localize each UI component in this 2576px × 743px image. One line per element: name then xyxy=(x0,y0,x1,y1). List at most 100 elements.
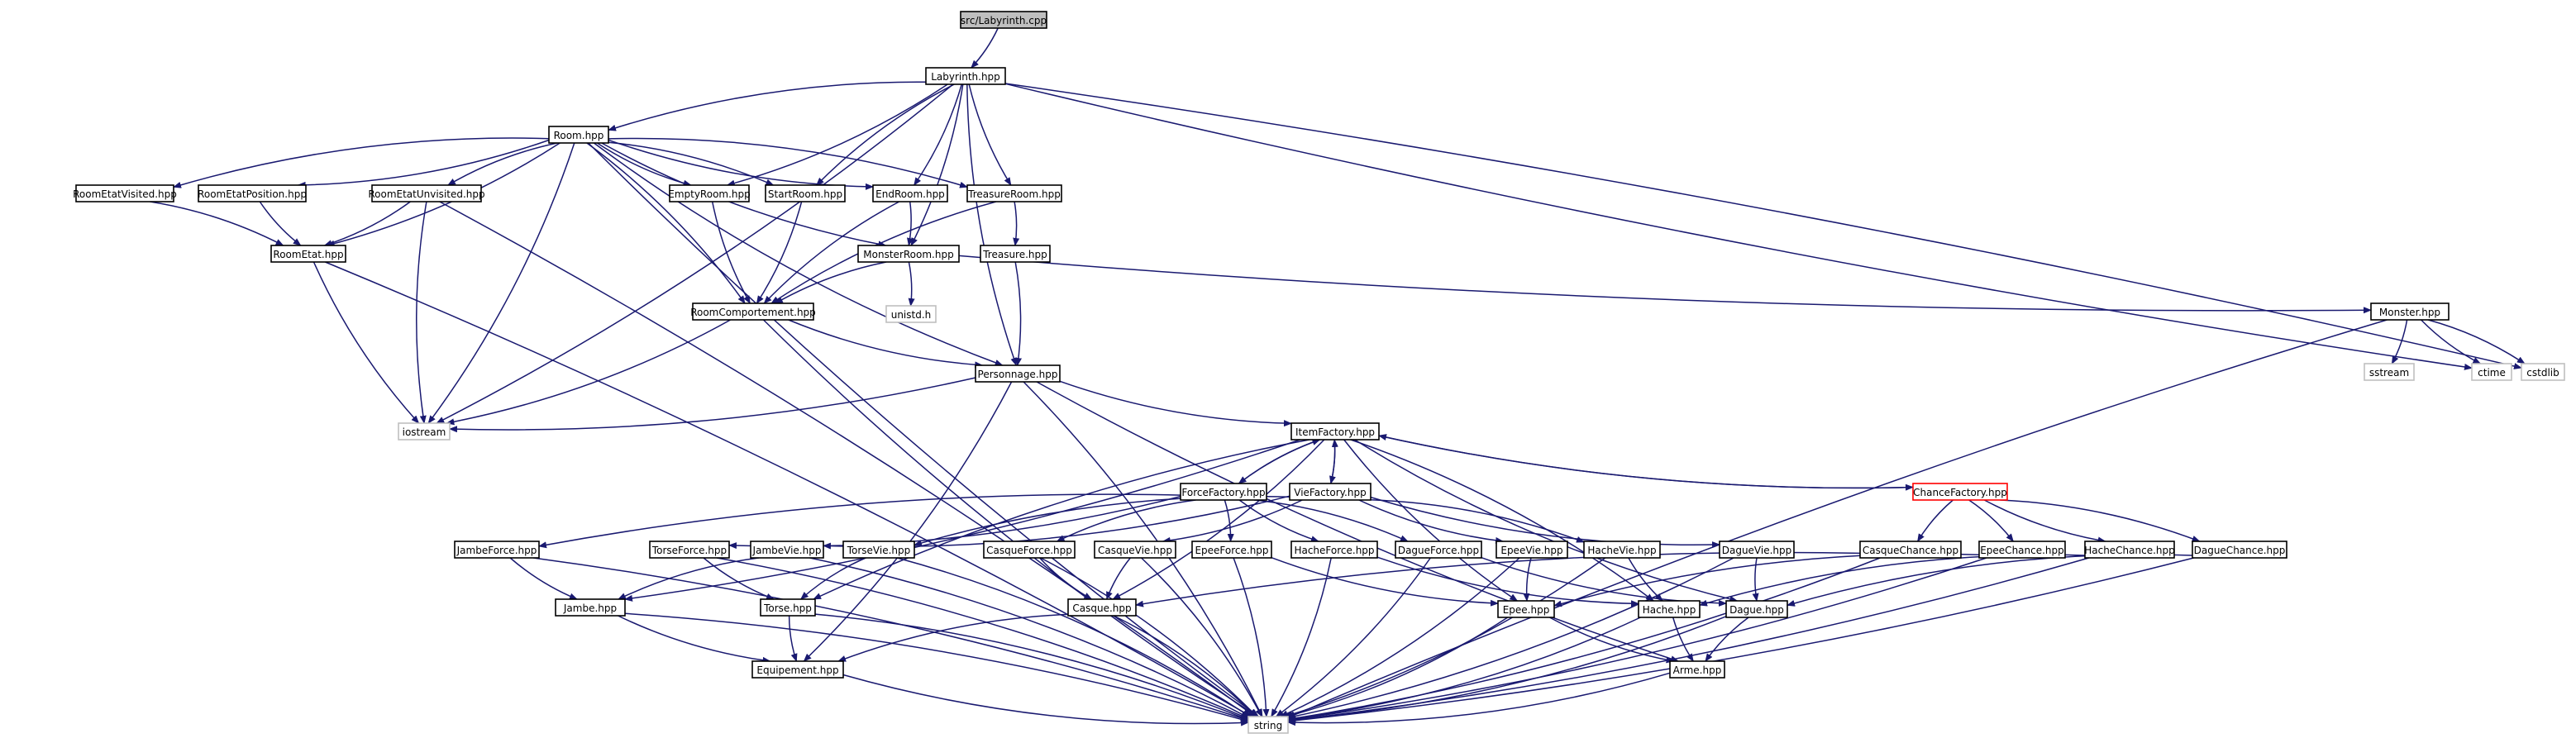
edge-line xyxy=(1162,499,1303,544)
node-box xyxy=(885,305,937,323)
node-hachechance[interactable]: HacheChance.hpp xyxy=(2084,541,2175,559)
edge-labyrinth_hpp-to-emptyroom xyxy=(726,83,948,187)
edge-room_hpp-to-roometat xyxy=(326,142,561,247)
edge-line xyxy=(1233,557,1270,717)
node-label: EmptyRoom.hpp xyxy=(668,188,751,200)
edge-dague-to-arme xyxy=(1705,617,1749,662)
edge-jambeforce-to-jambe xyxy=(509,557,578,600)
node-roomcomportement[interactable]: RoomComportement.hpp xyxy=(690,302,816,321)
node-dagueforce[interactable]: DagueForce.hpp xyxy=(1395,541,1482,559)
node-casquechance[interactable]: CasqueChance.hpp xyxy=(1859,541,1962,559)
node-labyrinth_cpp[interactable]: src/Labyrinth.cpp xyxy=(960,11,1047,29)
node-monsterroom[interactable]: MonsterRoom.hpp xyxy=(857,245,960,263)
node-arme[interactable]: Arme.hpp xyxy=(1669,660,1725,679)
node-hache[interactable]: Hache.hpp xyxy=(1638,600,1701,618)
edge-line xyxy=(971,27,999,69)
edge-monster-to-string xyxy=(1287,319,2388,718)
node-iostream: iostream xyxy=(398,422,451,441)
node-casquevie[interactable]: CasqueVie.hpp xyxy=(1094,541,1176,559)
node-epee[interactable]: Epee.hpp xyxy=(1497,600,1555,618)
node-box xyxy=(872,184,948,202)
node-daguevie[interactable]: DagueVie.hpp xyxy=(1719,541,1795,559)
edge-line xyxy=(1280,557,1520,717)
node-daguechance[interactable]: DagueChance.hpp xyxy=(2192,541,2287,559)
edge-forcefactory-to-epeeforce xyxy=(1224,499,1234,542)
node-viefactory[interactable]: VieFactory.hpp xyxy=(1289,483,1371,501)
node-roometat[interactable]: RoomEtat.hpp xyxy=(270,245,346,263)
edge-jambe-to-string xyxy=(624,612,1249,723)
edge-line xyxy=(326,142,561,247)
node-jambevie[interactable]: JambeVie.hpp xyxy=(750,541,824,559)
node-casqueforce[interactable]: CasqueForce.hpp xyxy=(983,541,1076,559)
node-label: RoomEtatUnvisited.hpp xyxy=(368,188,484,200)
node-label: src/Labyrinth.cpp xyxy=(961,15,1047,26)
edge-roometatvisited-to-roometat xyxy=(150,201,284,246)
node-box xyxy=(692,302,814,321)
node-hacheforce[interactable]: HacheForce.hpp xyxy=(1290,541,1378,559)
node-label: EpeeForce.hpp xyxy=(1195,545,1268,556)
node-hachevie[interactable]: HacheVie.hpp xyxy=(1583,541,1661,559)
node-label: EndRoom.hpp xyxy=(875,188,945,200)
node-chancefactory[interactable]: ChanceFactory.hpp xyxy=(1912,483,2008,501)
node-personnage[interactable]: Personnage.hpp xyxy=(975,364,1061,383)
node-sstream: sstream xyxy=(2364,363,2415,381)
node-box xyxy=(1180,483,1267,501)
node-label: CasqueVie.hpp xyxy=(1098,545,1172,556)
node-label: TreasureRoom.hpp xyxy=(967,188,1061,200)
node-room_hpp[interactable]: Room.hpp xyxy=(548,126,609,144)
node-treasure[interactable]: Treasure.hpp xyxy=(980,245,1051,263)
node-box xyxy=(842,541,915,559)
edge-line xyxy=(711,201,751,304)
edge-forcefactory-to-dagueforce xyxy=(1254,499,1409,542)
edge-line xyxy=(703,557,775,600)
node-roometatposition[interactable]: RoomEtatPosition.hpp xyxy=(198,184,307,202)
edge-line xyxy=(2000,499,2201,542)
edge-line xyxy=(897,557,1251,717)
edge-torse-to-equipement xyxy=(788,615,798,662)
node-roometatunvisited[interactable]: RoomEtatUnvisited.hpp xyxy=(368,184,485,202)
edge-line xyxy=(1330,439,1338,484)
node-jambe[interactable]: Jambe.hpp xyxy=(555,598,626,617)
edge-line xyxy=(2427,319,2526,364)
node-forcefactory[interactable]: ForceFactory.hpp xyxy=(1180,483,1267,501)
edge-casquevie-to-string xyxy=(1141,557,1263,717)
edge-casque-to-equipement xyxy=(837,613,1069,662)
edge-endroom-to-roomcomportement xyxy=(763,201,900,304)
edge-monster-to-ctime xyxy=(2421,319,2482,364)
edge-roometat-to-string xyxy=(325,261,1252,717)
node-box xyxy=(966,184,1062,202)
node-endroom[interactable]: EndRoom.hpp xyxy=(872,184,948,202)
node-dague[interactable]: Dague.hpp xyxy=(1725,600,1788,618)
node-itemfactory[interactable]: ItemFactory.hpp xyxy=(1290,422,1380,441)
node-emptyroom[interactable]: EmptyRoom.hpp xyxy=(668,184,751,202)
node-labyrinth_hpp[interactable]: Labyrinth.hpp xyxy=(925,67,1006,85)
node-torsevie[interactable]: TorseVie.hpp xyxy=(842,541,915,559)
node-monster[interactable]: Monster.hpp xyxy=(2370,302,2450,321)
edge-layer xyxy=(150,27,2526,726)
node-epeechance[interactable]: EpeeChance.hpp xyxy=(1978,541,2066,559)
edge-room_hpp-to-personnage xyxy=(593,142,1004,366)
node-box xyxy=(2192,541,2287,559)
node-label: ItemFactory.hpp xyxy=(1295,426,1375,438)
node-box xyxy=(980,245,1051,263)
edge-itemfactory-to-hache xyxy=(1350,439,1654,602)
node-casque[interactable]: Casque.hpp xyxy=(1067,598,1137,617)
edge-monster-to-sstream xyxy=(2391,319,2408,364)
edge-epeeforce-to-string xyxy=(1233,557,1270,717)
node-label: cstdlib xyxy=(2526,367,2559,379)
node-torse[interactable]: Torse.hpp xyxy=(760,598,816,617)
edge-line xyxy=(1056,499,1196,542)
node-torseforce[interactable]: TorseForce.hpp xyxy=(649,541,730,559)
node-epeevie[interactable]: EpeeVie.hpp xyxy=(1496,541,1568,559)
node-equipement[interactable]: Equipement.hpp xyxy=(751,660,844,679)
edge-treasureroom-to-roomcomportement xyxy=(770,201,997,304)
node-treasureroom[interactable]: TreasureRoom.hpp xyxy=(966,184,1062,202)
edge-line xyxy=(1287,557,2194,724)
node-epeeforce[interactable]: EpeeForce.hpp xyxy=(1191,541,1272,559)
node-roometatvisited[interactable]: RoomEtatVisited.hpp xyxy=(73,184,177,202)
edge-line xyxy=(788,615,798,662)
node-startroom[interactable]: StartRoom.hpp xyxy=(765,184,846,202)
node-jambeforce[interactable]: JambeForce.hpp xyxy=(454,541,540,559)
edge-emptyroom-to-roomcomportement xyxy=(711,201,751,304)
edge-line xyxy=(1523,557,1532,602)
